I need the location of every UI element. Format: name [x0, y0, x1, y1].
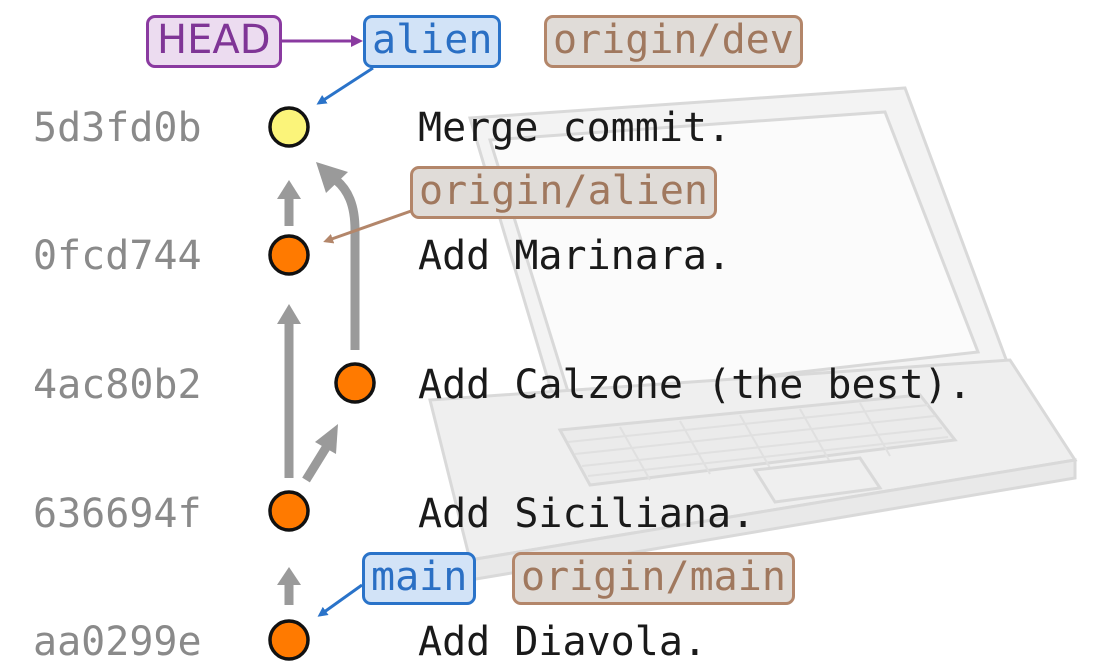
commit-message: Add Marinara. — [418, 233, 732, 279]
origin-alien-to-0fcd744-pointer — [323, 208, 415, 244]
commit-hash: 0fcd744 — [33, 233, 202, 279]
commit-hash: 4ac80b2 — [33, 362, 202, 408]
commit-message: Add Diavola. — [418, 619, 707, 665]
branch-label-origin-dev: origin/dev — [544, 15, 803, 68]
edge-4ac80b2-to-5d3fd0b-head — [316, 162, 348, 193]
commit-message: Add Calzone (the best). — [418, 362, 972, 408]
edge-aa0299e-to-636694f-head — [277, 567, 301, 585]
commit-node-636694f — [268, 490, 310, 532]
alien-to-5d3fd0b-pointer — [316, 66, 374, 105]
commit-message: Merge commit. — [418, 105, 732, 151]
head-ref-label: HEAD — [146, 15, 282, 68]
branch-label-alien: alien — [363, 15, 502, 68]
commit-hash: 636694f — [33, 491, 202, 537]
branch-label-origin-main: origin/main — [512, 552, 795, 605]
commit-hash: aa0299e — [33, 619, 202, 665]
edge-636694f-to-0fcd744-head — [277, 304, 301, 324]
commit-hash: 5d3fd0b — [33, 105, 202, 151]
edge-0fcd744-to-5d3fd0b-head — [277, 180, 301, 199]
main-to-aa0299e-pointer — [317, 583, 363, 617]
commit-node-0fcd744 — [268, 234, 310, 276]
edge-4ac80b2-to-5d3fd0b — [332, 176, 360, 350]
edge-636694f-to-4ac80b2-head — [315, 424, 338, 454]
branch-label-origin-alien: origin/alien — [410, 166, 717, 219]
commit-message: Add Siciliana. — [418, 491, 756, 537]
commit-node-5d3fd0b — [268, 106, 310, 148]
branch-label-main: main — [362, 552, 477, 605]
edge-636694f-to-4ac80b2 — [302, 443, 331, 483]
commit-node-aa0299e — [268, 619, 310, 661]
commit-node-4ac80b2 — [334, 362, 376, 404]
